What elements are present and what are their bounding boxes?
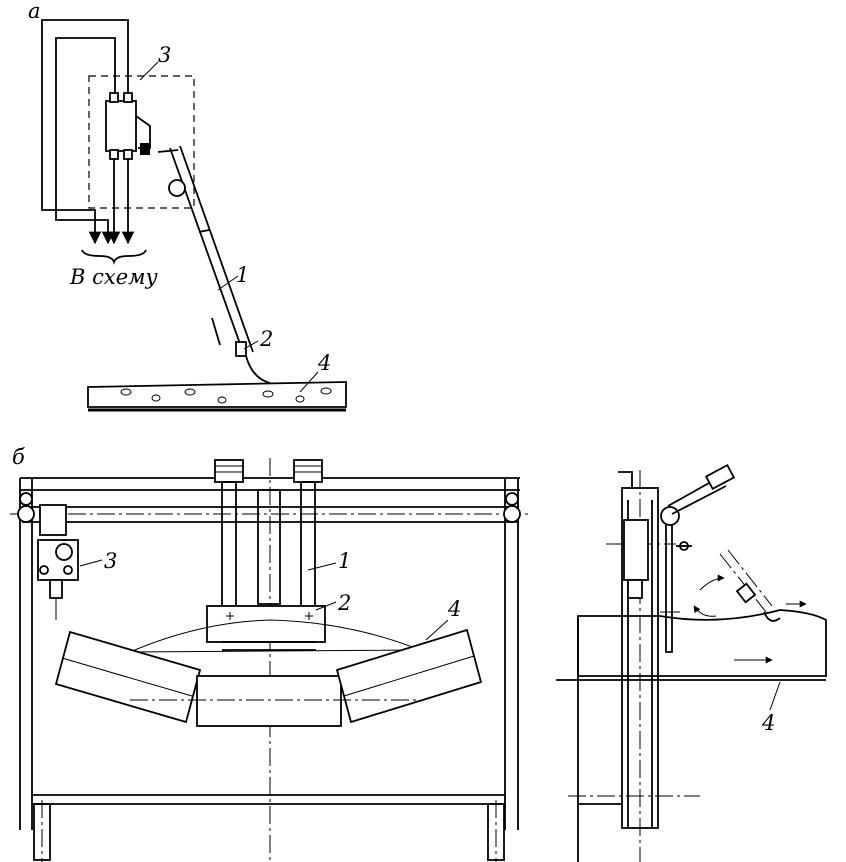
callout-a-1: 1: [236, 263, 249, 287]
callout-b-4: 4: [447, 597, 461, 621]
limit-switch-b: [37, 504, 79, 620]
panel-b-label: б: [12, 445, 25, 469]
hanger-right: [293, 459, 323, 611]
side-view: 4: [556, 463, 827, 862]
idler-left: [54, 630, 202, 724]
callout-side-4: 4: [761, 711, 775, 735]
belt-a: [87, 381, 347, 412]
panel-b: б: [10, 445, 532, 862]
pendulum-rod-a: [157, 145, 271, 384]
panel-a-label: а: [28, 0, 41, 23]
panel-a: а В схему: [28, 0, 347, 412]
callout-a-2: 2: [259, 327, 273, 351]
callout-a-3: 3: [158, 43, 171, 67]
limit-switch-a: [105, 92, 151, 160]
callout-a-4: 4: [317, 351, 331, 375]
idler-right: [335, 628, 483, 724]
callout-b-2: 2: [337, 591, 351, 615]
callout-b-3: 3: [104, 549, 117, 573]
to-circuit-label: В схему: [69, 265, 159, 289]
hanger-left: [214, 459, 244, 611]
idler-center: [196, 675, 342, 727]
callout-b-1: 1: [338, 549, 351, 573]
